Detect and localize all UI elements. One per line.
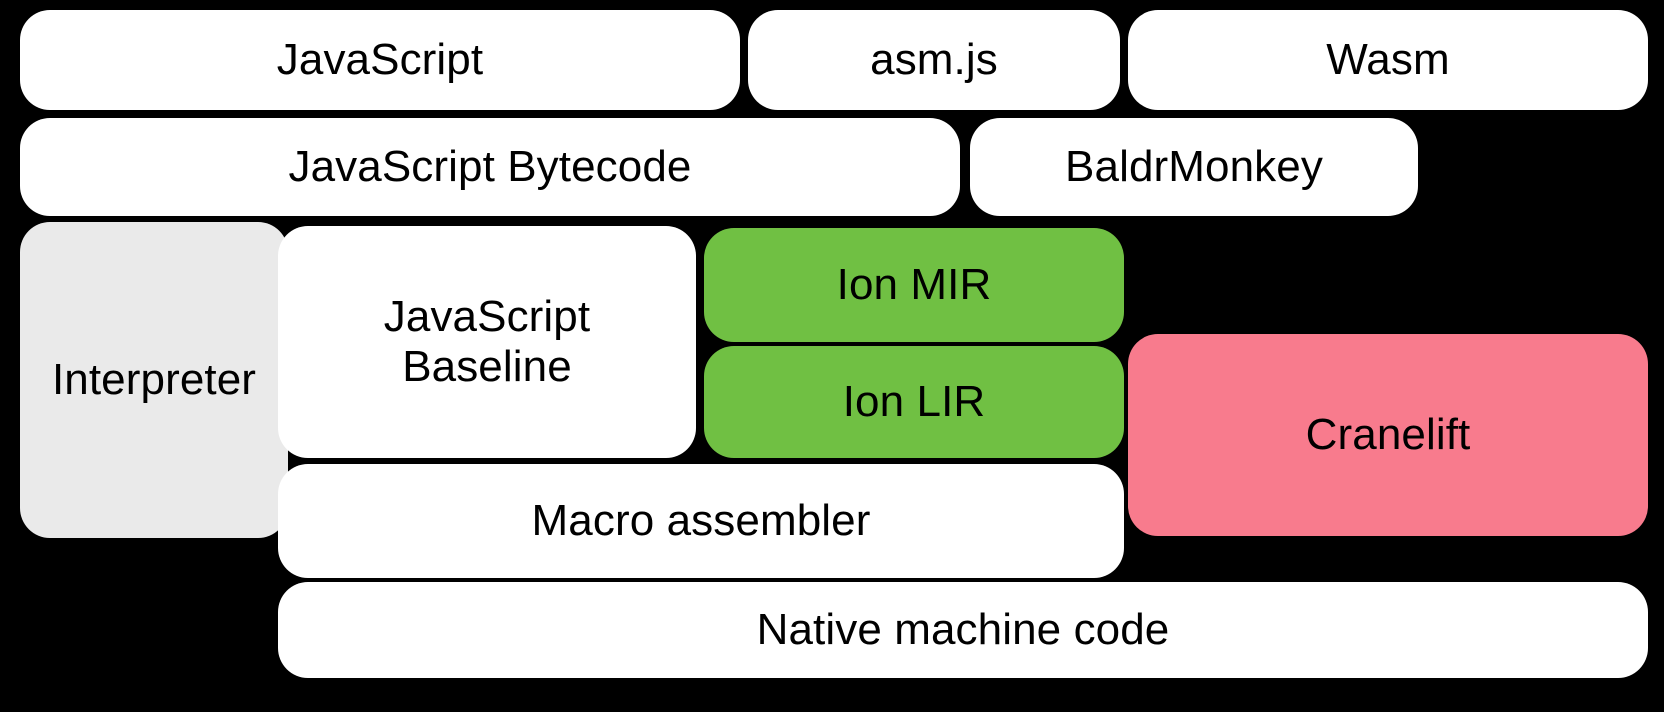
node-interpreter[interactable]: Interpreter (20, 222, 288, 538)
node-asm-js[interactable]: asm.js (748, 10, 1120, 110)
node-javascript-baseline[interactable]: JavaScript Baseline (278, 226, 696, 458)
node-wasm[interactable]: Wasm (1128, 10, 1648, 110)
node-javascript-bytecode[interactable]: JavaScript Bytecode (20, 118, 960, 216)
node-ion-lir[interactable]: Ion LIR (704, 346, 1124, 458)
node-native-machine-code[interactable]: Native machine code (278, 582, 1648, 678)
node-cranelift[interactable]: Cranelift (1128, 334, 1648, 536)
node-javascript[interactable]: JavaScript (20, 10, 740, 110)
node-macro-assembler[interactable]: Macro assembler (278, 464, 1124, 578)
node-ion-mir[interactable]: Ion MIR (704, 228, 1124, 342)
node-baldrmonkey[interactable]: BaldrMonkey (970, 118, 1418, 216)
